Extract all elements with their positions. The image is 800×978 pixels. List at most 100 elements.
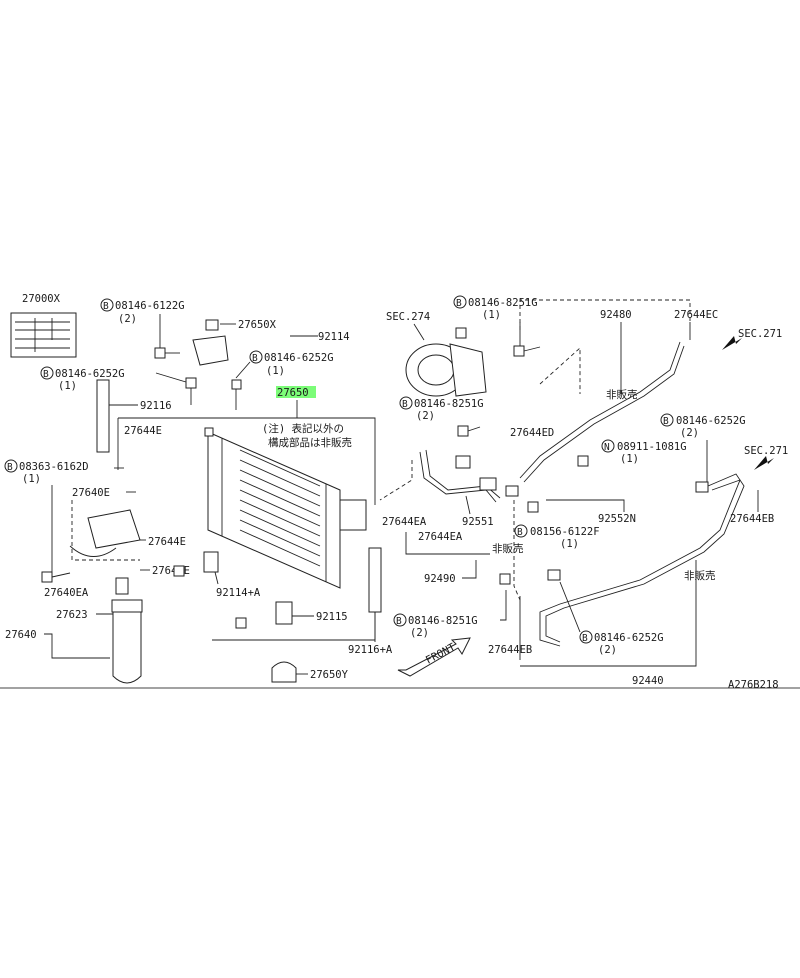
label-92490: 92490	[424, 573, 456, 585]
qty-08146-6252G-a: (1)	[266, 365, 285, 377]
bolt-icon-5	[513, 345, 541, 357]
bolt-marker-b-9: B	[393, 613, 407, 627]
bolt-marker-b-6: B	[399, 396, 413, 410]
seal-92116	[96, 379, 110, 453]
label-27640E: 27640E	[72, 487, 110, 499]
label-92440: 92440	[632, 675, 664, 687]
label-92551: 92551	[462, 516, 494, 528]
bracket-icon-lower	[173, 551, 293, 629]
svg-text:B: B	[396, 616, 402, 627]
bolt-icon-3	[185, 377, 197, 405]
svg-text:B: B	[517, 527, 523, 538]
label-08146-6252G-c: 08146-6252G	[676, 415, 746, 427]
non-sale-c: 非販売	[684, 569, 716, 582]
non-sale-b: 非販売	[492, 542, 524, 555]
arrow-icon-sec271-a	[722, 336, 742, 350]
seal-92116A	[368, 547, 382, 613]
nut-marker-n: N	[601, 439, 615, 453]
bolt-marker-b-3: B	[40, 366, 54, 380]
receiver-drier	[111, 577, 143, 684]
label-SEC274: SEC.274	[386, 311, 430, 323]
bolt-icon-6	[457, 425, 481, 437]
qty-08156-6122F: (1)	[560, 538, 579, 550]
bolt-marker-b-10: B	[579, 630, 593, 644]
non-sale-a: 非販売	[606, 388, 638, 401]
label-08146-6252G-b: 08146-6252G	[55, 368, 125, 380]
qty-08146-8251G-a: (1)	[482, 309, 501, 321]
label-27644EB-b: 27644EB	[488, 644, 532, 656]
label-08363-6162D: 08363-6162D	[19, 461, 89, 473]
label-27644EA-b: 27644EA	[418, 531, 463, 543]
label-27640EA: 27640EA	[44, 587, 89, 599]
bolt-icon-8	[499, 501, 561, 585]
label-27650Y: 27650Y	[310, 669, 349, 681]
label-27644E-b: 27644E	[148, 536, 186, 548]
qty-08146-8251G-b: (2)	[416, 410, 435, 422]
qty-08146-6252G-d: (2)	[598, 644, 617, 656]
label-27644EC: 27644EC	[674, 309, 718, 321]
label-front: FRONT	[424, 641, 458, 667]
label-27000X: 27000X	[22, 293, 61, 305]
svg-text:B: B	[402, 399, 408, 410]
label-92114A: 92114+A	[216, 587, 261, 599]
svg-text:B: B	[103, 301, 109, 312]
clamp-bracket	[69, 509, 141, 557]
nut-icon	[577, 455, 589, 467]
bolt-marker-b-1: B	[100, 298, 114, 312]
label-92552N: 92552N	[598, 513, 636, 525]
bolt-marker-b-4: B	[4, 459, 18, 473]
qty-08911-1081G: (1)	[620, 453, 639, 465]
bolt-marker-b-7: B	[660, 413, 674, 427]
condenser-core	[204, 427, 367, 589]
qty-08146-6122G: (2)	[118, 313, 137, 325]
label-27644EB-a: 27644EB	[730, 513, 774, 525]
label-08146-6122G: 08146-6122G	[115, 300, 185, 312]
label-27644EA-a: 27644EA	[382, 516, 427, 528]
label-SEC271-b: SEC.271	[744, 445, 788, 457]
bolt-marker-b-8: B	[514, 524, 528, 538]
note-line-2: 構成部品は非販売	[268, 436, 352, 449]
label-08146-8251G-a: 08146-8251G	[468, 297, 538, 309]
label-SEC271-a: SEC.271	[738, 328, 782, 340]
bolt-marker-b-2: B	[249, 350, 263, 364]
bracket-icon-top	[192, 319, 229, 366]
label-92480: 92480	[600, 309, 632, 321]
hose-suction	[419, 449, 519, 503]
label-08146-8251G-c: 08146-8251G	[408, 615, 478, 627]
label-27644ED: 27644ED	[510, 427, 554, 439]
svg-text:B: B	[43, 369, 49, 380]
qty-08146-6252G-c: (2)	[680, 427, 699, 439]
qty-08363-6162D: (1)	[22, 473, 41, 485]
label-92116A: 92116+A	[348, 644, 393, 656]
label-08146-8251G-b: 08146-8251G	[414, 398, 484, 410]
highlight-27650	[276, 386, 316, 398]
label-08146-6252G-d: 08146-6252G	[594, 632, 664, 644]
label-27640: 27640	[5, 629, 37, 641]
label-08146-6252G-a: 08146-6252G	[264, 352, 334, 364]
compressor	[405, 327, 487, 397]
label-27623: 27623	[56, 609, 88, 621]
svg-text:B: B	[7, 462, 13, 473]
bolt-icon-1	[154, 347, 180, 359]
mount-27650Y	[271, 661, 297, 683]
label-27650X: 27650X	[238, 319, 277, 331]
svg-text:B: B	[456, 298, 462, 309]
label-92114: 92114	[318, 331, 350, 343]
bolt-icon-4	[41, 571, 71, 583]
svg-text:B: B	[582, 633, 588, 644]
svg-text:B: B	[663, 416, 669, 427]
label-27650: 27650	[277, 387, 309, 399]
label-08156-6122F: 08156-6122F	[530, 526, 600, 538]
front-arrow-icon	[397, 637, 471, 677]
qty-08146-8251G-c: (2)	[410, 627, 429, 639]
bolt-marker-b-5: B	[453, 295, 467, 309]
reference-code: A276B218	[728, 679, 779, 691]
bolt-icon-7	[695, 481, 709, 493]
arrow-icon-sec271-b	[754, 456, 774, 470]
svg-text:B: B	[252, 353, 258, 364]
bolt-icon-2	[231, 379, 242, 410]
label-92115: 92115	[316, 611, 348, 623]
qty-08146-6252G-b: (1)	[58, 380, 77, 392]
label-sticker-icon	[10, 312, 77, 358]
